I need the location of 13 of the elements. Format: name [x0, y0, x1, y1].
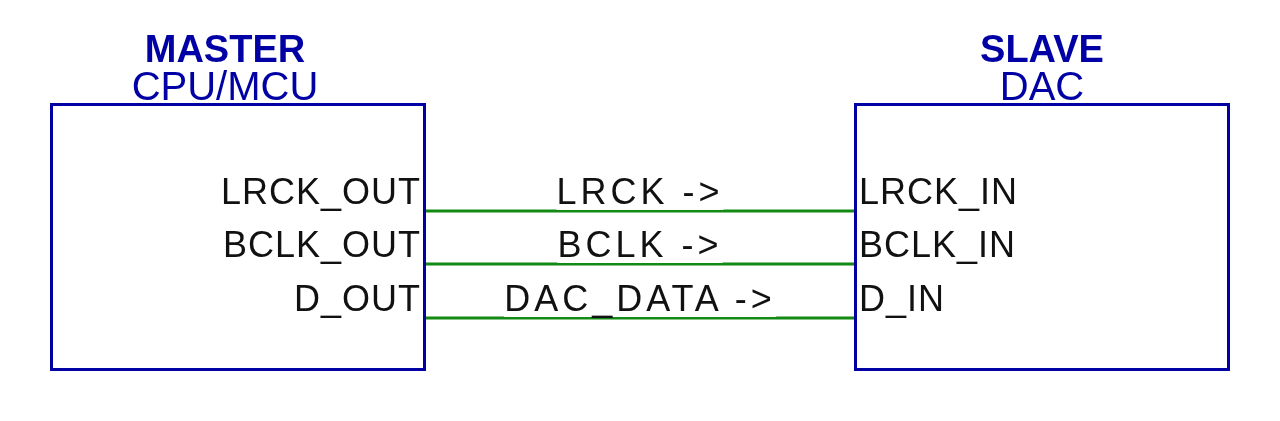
pin-label: BCLK_IN: [854, 221, 1017, 264]
pin-label: BCLK_OUT: [222, 221, 426, 264]
block-title: SLAVE: [980, 30, 1104, 68]
block-subtitle: DAC: [999, 66, 1085, 106]
wire: [426, 209, 854, 213]
pin-label: LRCK_IN: [854, 168, 1019, 211]
wire: [426, 262, 854, 266]
pin-label: D_IN: [854, 275, 946, 318]
wire: [426, 316, 854, 320]
block-title: MASTER: [144, 30, 306, 68]
block-subtitle: CPU/MCU: [131, 66, 319, 106]
pin-label: D_OUT: [294, 275, 426, 318]
pin-label: LRCK_OUT: [220, 168, 426, 211]
